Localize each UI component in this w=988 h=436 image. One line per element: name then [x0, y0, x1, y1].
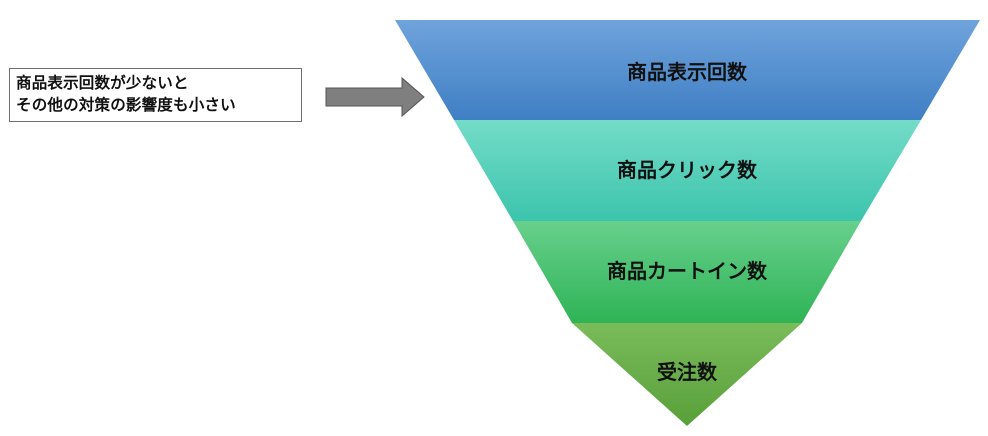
funnel-stage-1: [395, 20, 980, 120]
callout-line-2: その他の対策の影響度も小さい: [16, 96, 236, 114]
stage-label-4: 受注数: [657, 360, 718, 384]
funnel-stage-4: [572, 323, 802, 426]
stage-label-3: 商品カートイン数: [607, 259, 768, 283]
right-arrow-icon: [325, 76, 425, 118]
stage-label-2: 商品クリック数: [617, 158, 758, 182]
funnel-stage-3: [513, 221, 861, 323]
funnel-stage-2: [454, 120, 921, 221]
callout-box: 商品表示回数が少ないと その他の対策の影響度も小さい: [9, 68, 302, 122]
stage-label-1: 商品表示回数: [627, 60, 748, 84]
callout-line-1: 商品表示回数が少ないと: [16, 74, 189, 92]
